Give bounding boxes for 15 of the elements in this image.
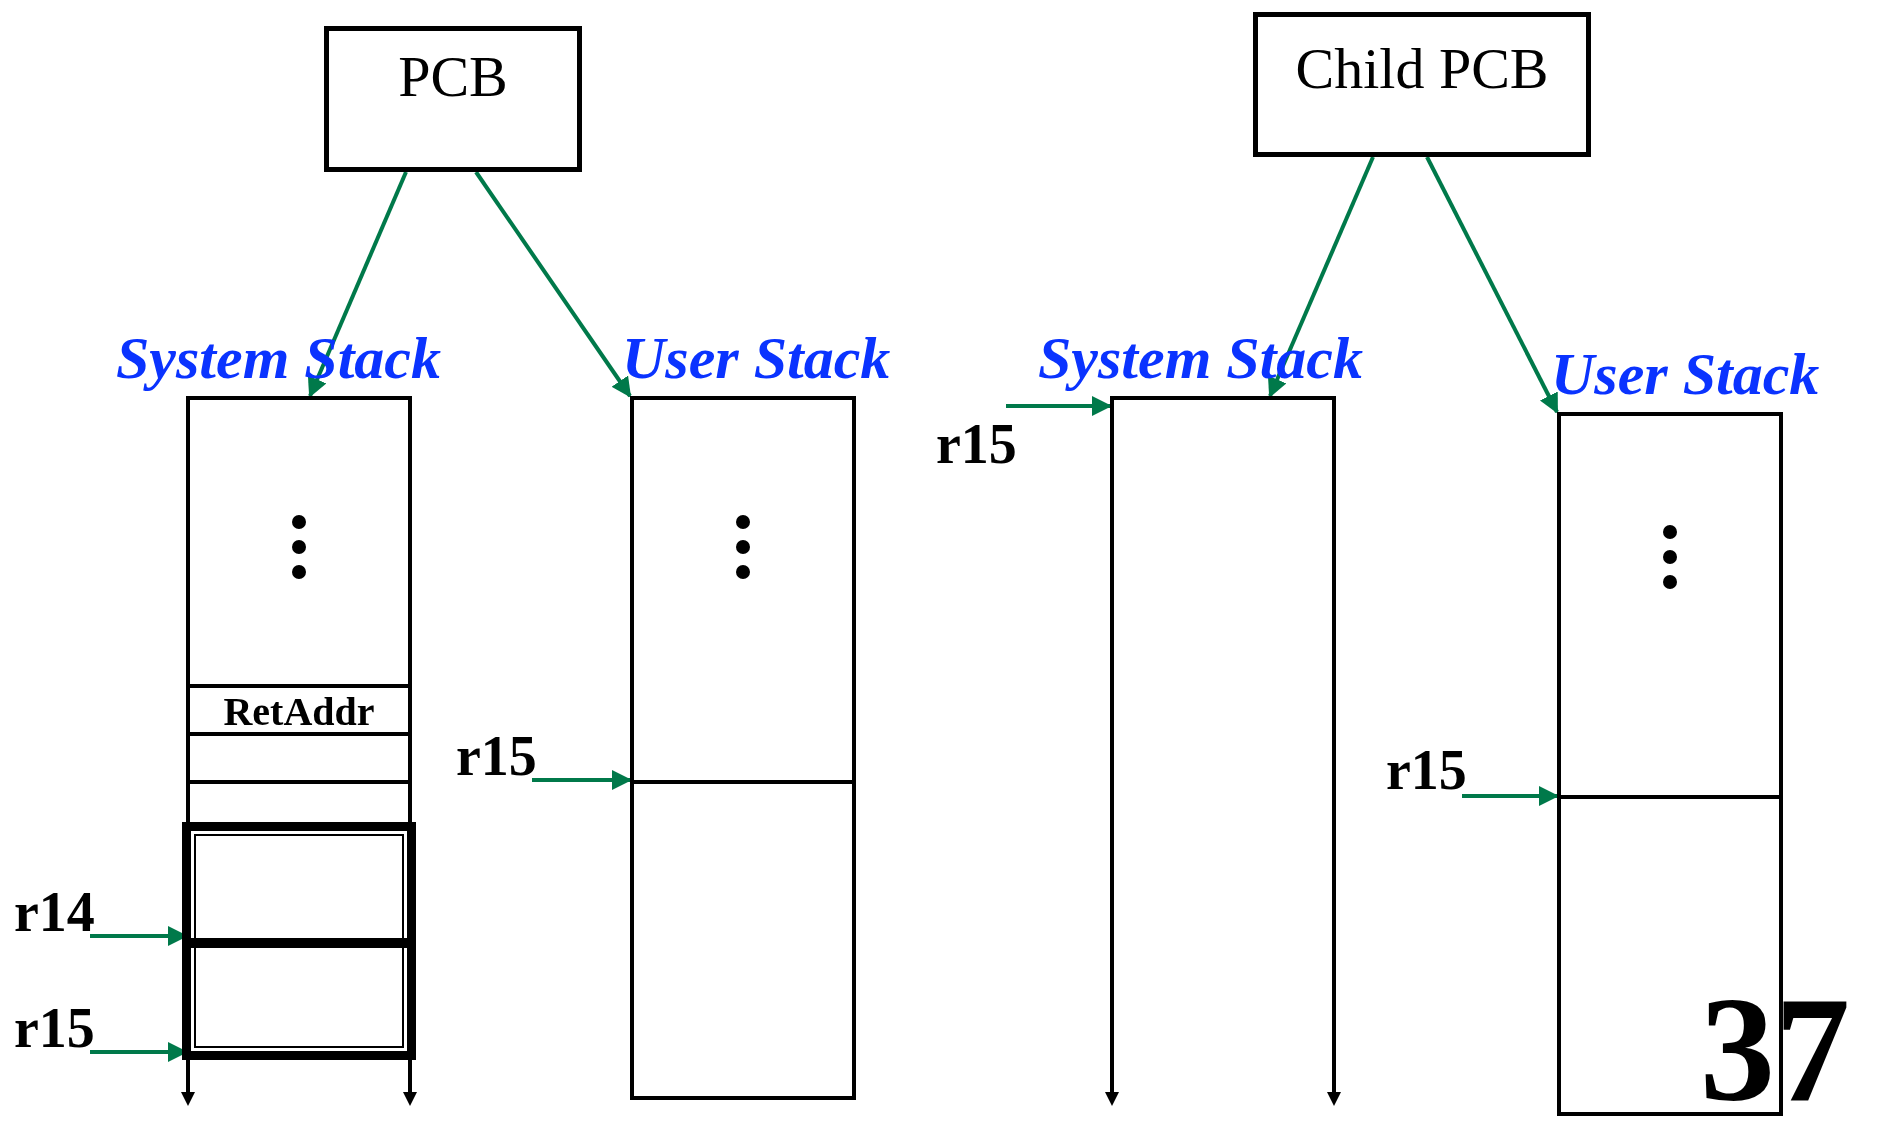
pointer-arrow <box>1425 156 1559 414</box>
pointer-arrow <box>1006 396 1112 416</box>
register-label: r15 <box>456 728 548 780</box>
register-label: r15 <box>14 1000 106 1052</box>
stack-heading: User Stack <box>622 328 891 388</box>
stack-heading: User Stack <box>1551 344 1820 404</box>
pointer-arrow <box>474 170 632 398</box>
stack-cell: RetAddr <box>190 684 408 736</box>
pcb-box: PCB <box>324 26 582 172</box>
pointer-arrow <box>532 770 632 790</box>
pcb-box: Child PCB <box>1253 12 1591 157</box>
register-label: r15 <box>936 406 1028 472</box>
pointer-arrow <box>1462 786 1559 806</box>
register-label: r15 <box>1386 742 1478 796</box>
register-label: r14 <box>14 884 106 936</box>
